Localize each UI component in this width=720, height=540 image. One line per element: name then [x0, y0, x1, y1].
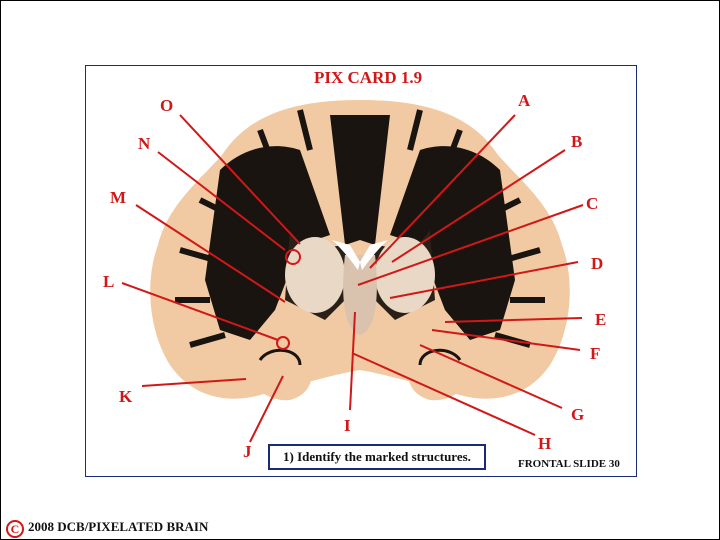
label-a: A — [518, 91, 531, 110]
right-white-matter-stain — [390, 146, 515, 340]
label-f: F — [590, 344, 601, 363]
label-l: L — [103, 272, 115, 291]
right-putamen — [375, 237, 435, 313]
pointer-line-e — [444, 317, 583, 323]
label-j: J — [243, 442, 252, 461]
corpus-callosum-stain — [330, 115, 390, 245]
right-lateral-ventricle — [360, 240, 388, 270]
pointer-line-i — [349, 311, 356, 411]
label-g: G — [571, 405, 585, 424]
slide-id: FRONTAL SLIDE 30 — [518, 458, 620, 470]
pointer-line-o — [179, 114, 301, 245]
left-white-matter-stain — [205, 146, 330, 340]
label-k: K — [119, 387, 133, 406]
pointer-line-l — [121, 282, 279, 341]
pointer-line-g — [419, 344, 563, 409]
pointer-line-n — [157, 151, 286, 251]
left-sulci — [175, 109, 313, 348]
left-lateral-ventricle — [332, 240, 360, 270]
pointer-line-d — [389, 261, 579, 299]
label-b: B — [571, 132, 583, 151]
label-n: N — [138, 134, 151, 153]
marker-circle-n — [285, 249, 301, 265]
right-temporal-horn — [418, 348, 462, 366]
pointer-line-c — [357, 204, 584, 286]
label-i: I — [344, 416, 351, 435]
card-title: PIX CARD 1.9 — [314, 68, 423, 87]
pointer-line-k — [141, 378, 247, 387]
label-o: O — [160, 96, 174, 115]
label-h: H — [538, 434, 552, 453]
marker-circle-l — [276, 336, 290, 350]
label-c: C — [586, 194, 599, 213]
thalamus — [343, 255, 377, 335]
pointer-line-a — [369, 114, 516, 269]
copyright-icon: C — [6, 520, 24, 538]
left-temporal-horn — [258, 348, 302, 366]
question-box: 1) Identify the marked structures. — [268, 444, 486, 470]
pointer-line-m — [135, 204, 286, 303]
right-hippocampal-region — [408, 353, 470, 401]
label-d: D — [591, 254, 604, 273]
pointer-line-f — [431, 329, 581, 351]
copyright-line: C 2008 DCB/PIXELATED BRAIN — [6, 519, 208, 538]
left-putamen — [285, 237, 345, 313]
pointer-line-j — [249, 375, 284, 443]
left-hippocampal-region — [250, 353, 312, 401]
pointer-line-h — [351, 352, 536, 436]
pointer-line-b — [391, 149, 566, 263]
label-e: E — [595, 310, 607, 329]
copyright-text: 2008 DCB/PIXELATED BRAIN — [28, 519, 209, 534]
label-m: M — [110, 188, 127, 207]
